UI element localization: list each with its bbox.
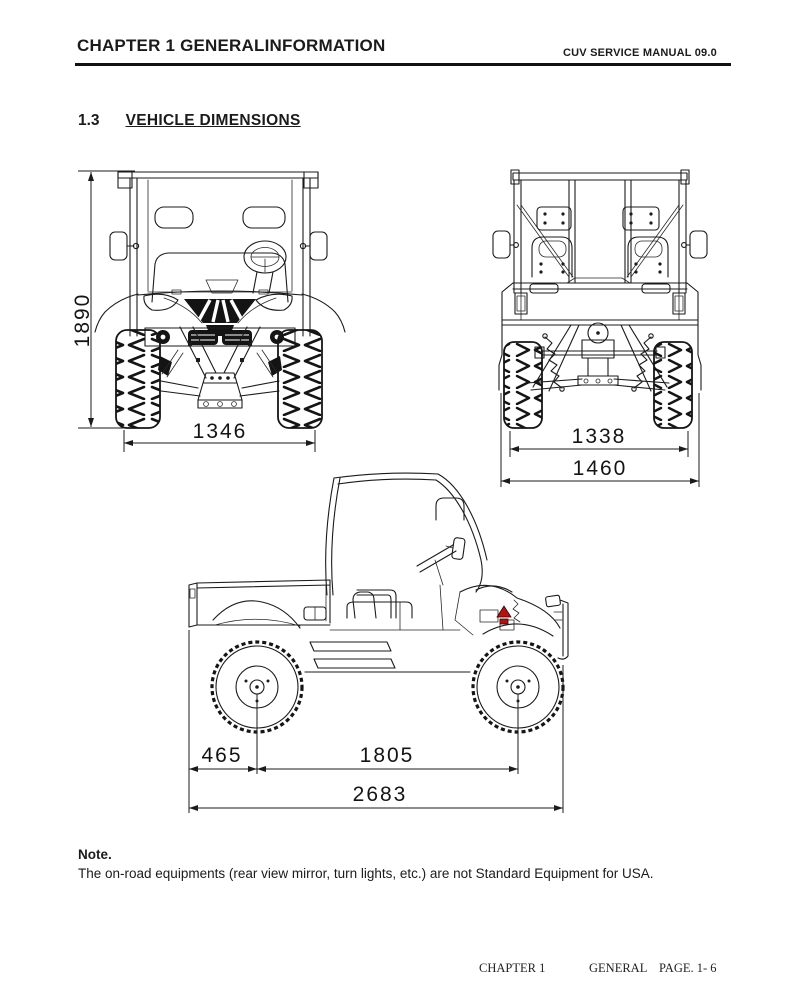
front-view-drawing: 1890 1346 xyxy=(71,170,346,452)
header-rule xyxy=(75,63,731,66)
rear-headrests xyxy=(536,206,660,231)
rear-mirrors xyxy=(492,230,708,259)
front-roll-cage xyxy=(117,171,319,337)
section-title: VEHICLE DIMENSIONS xyxy=(125,112,301,129)
side-wheels xyxy=(210,640,565,734)
dimension-label-front-track: 1346 xyxy=(193,420,248,443)
rear-view-drawing: 1338 1460 xyxy=(492,169,708,487)
section-number: 1.3 xyxy=(78,112,100,129)
footer-page-number: PAGE. 1- 6 xyxy=(659,961,717,975)
chapter-header: CHAPTER 1 GENERALINFORMATION xyxy=(77,36,386,55)
rear-tires xyxy=(503,341,693,429)
side-roll-cage xyxy=(325,472,488,596)
front-bumper xyxy=(144,326,296,409)
side-view-drawing: 465 1805 2683 xyxy=(188,472,569,813)
cargo-bed-side xyxy=(188,579,331,629)
front-tires xyxy=(115,329,323,429)
side-body xyxy=(304,559,569,673)
footer-section: GENERAL xyxy=(589,961,648,975)
rear-seats xyxy=(531,236,669,278)
note-text: The on-road equipments (rear view mirror… xyxy=(78,866,654,881)
note-block: Note. The on-road equipments (rear view … xyxy=(78,845,718,883)
manual-reference: CUV SERVICE MANUAL 09.0 xyxy=(563,47,717,59)
front-seatback xyxy=(151,252,289,303)
rear-suspension xyxy=(526,322,670,392)
front-headrests xyxy=(154,206,286,229)
dimension-label-wheelbase: 1805 xyxy=(360,744,415,767)
section-heading: 1.3 VEHICLE DIMENSIONS xyxy=(78,112,301,130)
dimension-label-height: 1890 xyxy=(71,293,94,348)
side-seat xyxy=(346,589,413,619)
cargo-bed-rear xyxy=(498,277,702,391)
note-label: Note. xyxy=(78,847,112,862)
dimension-label-rear-track: 1338 xyxy=(572,425,627,448)
side-dimensions: 465 1805 2683 xyxy=(188,630,564,813)
steering-wheel xyxy=(243,240,287,294)
front-dimensions: 1890 1346 xyxy=(71,170,316,452)
dimension-label-overall-width: 1460 xyxy=(573,457,628,480)
footer-chapter: CHAPTER 1 xyxy=(479,961,546,975)
rear-dimensions: 1338 1460 xyxy=(500,393,700,487)
side-mirror xyxy=(445,537,466,560)
front-mirrors xyxy=(109,231,328,261)
dimension-label-overall-length: 2683 xyxy=(353,783,408,806)
side-steering xyxy=(416,544,457,586)
rear-roll-cage xyxy=(510,169,690,294)
dimension-label-rear-overhang: 465 xyxy=(201,744,242,767)
